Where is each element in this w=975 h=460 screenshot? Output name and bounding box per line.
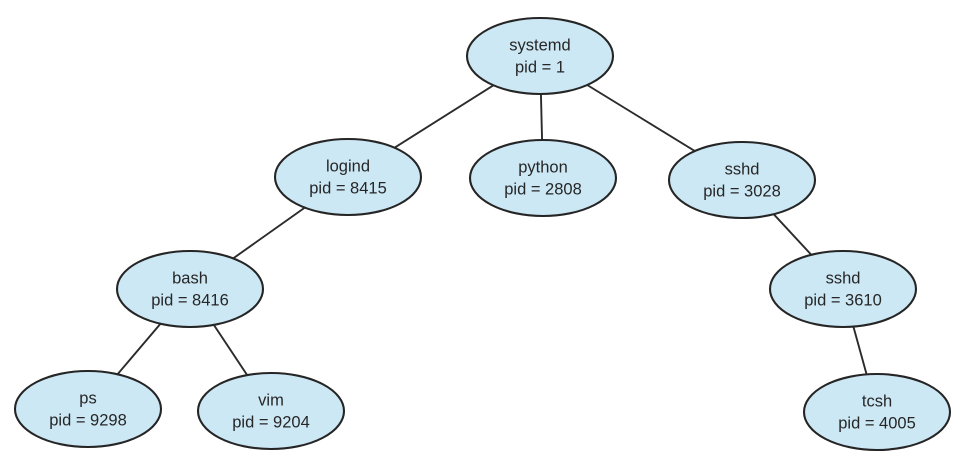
node-ellipse-python bbox=[468, 138, 618, 218]
node-ellipse-bash bbox=[115, 249, 265, 329]
node-pid-label: pid = 2808 bbox=[504, 180, 582, 198]
node-tcsh: tcsh pid = 4005 bbox=[802, 372, 952, 452]
node-ellipse-logind bbox=[273, 137, 423, 217]
node-name-label: sshd bbox=[826, 269, 861, 287]
node-pid-label: pid = 3028 bbox=[703, 182, 781, 200]
node-pid-label: pid = 8415 bbox=[309, 179, 387, 197]
node-name-label: ps bbox=[79, 389, 96, 407]
node-bash: bash pid = 8416 bbox=[115, 249, 265, 329]
node-ellipse-vim bbox=[196, 371, 346, 451]
node-python: python pid = 2808 bbox=[468, 138, 618, 218]
node-pid-label: pid = 3610 bbox=[804, 291, 882, 309]
node-pid-label: pid = 9298 bbox=[49, 411, 127, 429]
node-sshd-3610: sshd pid = 3610 bbox=[768, 249, 918, 329]
node-logind: logind pid = 8415 bbox=[273, 137, 423, 217]
node-systemd: systemd pid = 1 bbox=[465, 16, 615, 96]
node-name-label: systemd bbox=[509, 36, 570, 54]
node-pid-label: pid = 8416 bbox=[151, 291, 229, 309]
node-name-label: tcsh bbox=[862, 392, 892, 410]
node-ps: ps pid = 9298 bbox=[13, 369, 163, 449]
node-ellipse-sshd-3028 bbox=[667, 140, 817, 220]
node-name-label: sshd bbox=[725, 160, 760, 178]
node-ellipse-sshd-3610 bbox=[768, 249, 918, 329]
node-ellipse-ps bbox=[13, 369, 163, 449]
node-pid-label: pid = 1 bbox=[515, 58, 565, 76]
node-name-label: vim bbox=[258, 391, 284, 409]
node-sshd-3028: sshd pid = 3028 bbox=[667, 140, 817, 220]
node-ellipse-tcsh bbox=[802, 372, 952, 452]
node-ellipse-systemd bbox=[465, 16, 615, 96]
node-pid-label: pid = 4005 bbox=[838, 414, 916, 432]
node-name-label: bash bbox=[172, 269, 208, 287]
node-vim: vim pid = 9204 bbox=[196, 371, 346, 451]
node-pid-label: pid = 9204 bbox=[232, 413, 310, 431]
node-layer: systemd pid = 1 logind pid = 8415 python pid … bbox=[13, 16, 952, 452]
edge-layer bbox=[87, 55, 878, 413]
node-name-label: logind bbox=[326, 157, 370, 175]
node-name-label: python bbox=[518, 158, 568, 176]
